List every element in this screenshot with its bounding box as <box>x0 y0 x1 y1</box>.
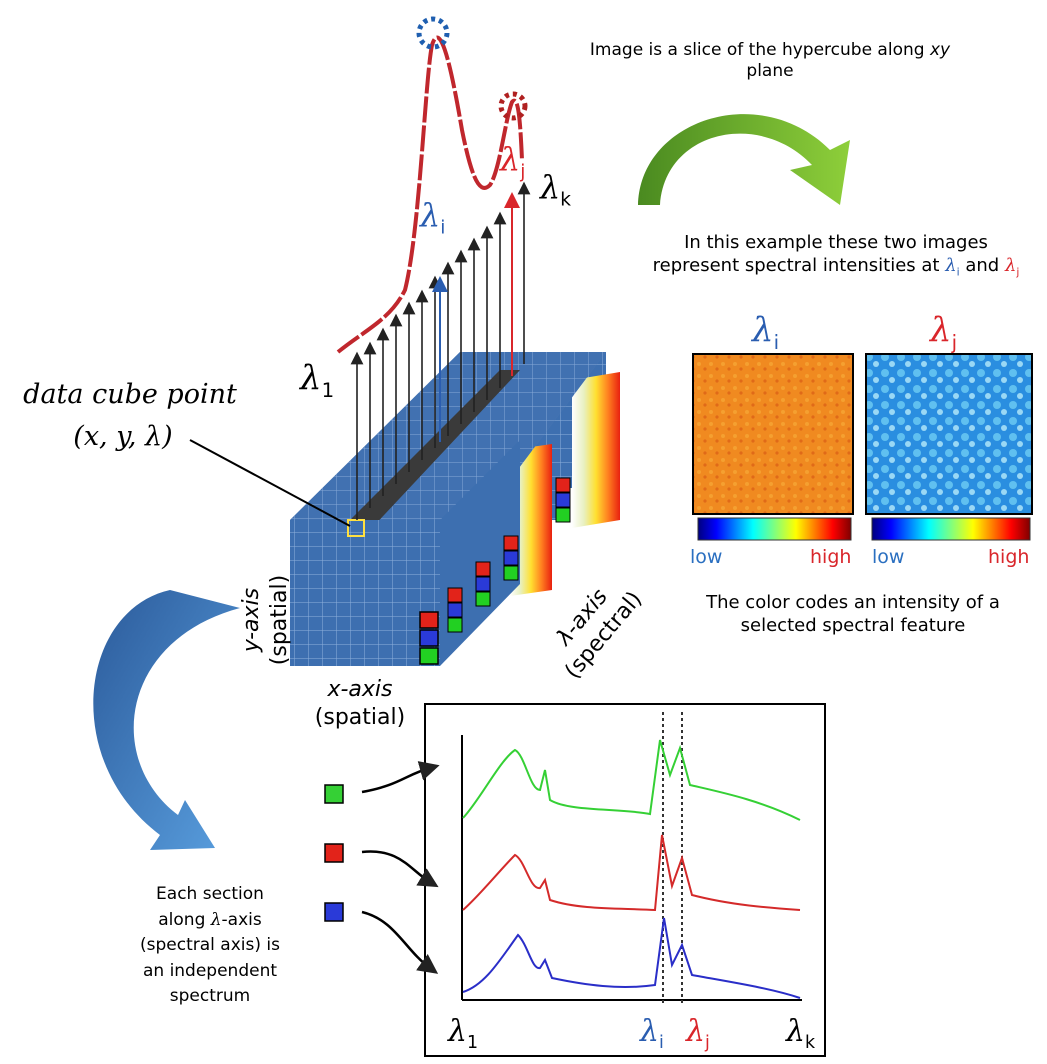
spectrum-green <box>462 739 801 821</box>
spectrum-red <box>462 834 801 912</box>
lambda-k-label: λk <box>540 168 572 211</box>
spectra-panel <box>424 703 826 1057</box>
colorbar-2-low: low <box>872 546 905 568</box>
colorbar-1-low: low <box>690 546 723 568</box>
red-square-marker <box>324 843 344 863</box>
image-lambda-j-title: λj <box>930 310 958 354</box>
spectrum-blue <box>462 917 801 999</box>
pointer-line <box>189 439 351 527</box>
curved-blue-arrow <box>93 590 240 850</box>
slice-caption: Image is a slice of the hypercube along … <box>589 40 951 82</box>
spectral-arrows <box>350 181 531 520</box>
colorbar-2-high: high <box>988 546 1030 568</box>
colorbar-1 <box>697 517 852 541</box>
curved-green-arrow <box>638 114 850 205</box>
section-caption: Each section along λ-axis (spectral axis… <box>140 884 280 1006</box>
image-lambda-i <box>692 353 854 515</box>
chart-lambda-k-label: λk <box>786 1014 816 1053</box>
y-axis-label: y-axis(spatial) <box>239 574 292 666</box>
green-square-marker <box>324 784 344 804</box>
chart-lambda-i-label: λi <box>640 1014 664 1053</box>
colorbar-2 <box>871 517 1031 541</box>
image-lambda-j <box>865 353 1033 515</box>
data-cube-coords-label: (x, y, λ) <box>73 421 173 452</box>
cube-front-face <box>290 520 440 666</box>
spectral-slice <box>572 372 620 528</box>
lambda-1-label: λ1 <box>300 358 335 402</box>
arrow-blue-to-spectrum <box>361 910 439 974</box>
rgb-column-markers <box>419 477 571 665</box>
data-cube-point-label: data cube point <box>23 379 237 410</box>
peak-marker-j <box>498 91 528 121</box>
colorbar-1-high: high <box>810 546 852 568</box>
color-caption: The color codes an intensity of a select… <box>706 592 1000 636</box>
chart-lambda-j-label: λj <box>686 1014 710 1053</box>
arrow-red-to-spectrum <box>361 850 439 888</box>
lambda-column <box>350 370 520 530</box>
spectrum-curve <box>336 35 524 354</box>
data-cube-point-marker <box>347 519 365 537</box>
chart-lambda-1-label: λ1 <box>448 1014 479 1053</box>
image-lambda-i-title: λi <box>752 310 780 354</box>
blue-square-marker <box>324 902 344 922</box>
arrow-green-to-spectrum <box>361 761 440 794</box>
spectral-slice <box>510 444 552 596</box>
hypercube <box>290 352 620 666</box>
lambda-i-label: λi <box>420 196 446 239</box>
lambda-j-label: λj <box>500 140 526 183</box>
x-axis-label: x-axis(spatial) <box>314 677 406 730</box>
peak-marker-i <box>416 16 450 50</box>
example-caption: In this example these two images represe… <box>652 232 1020 279</box>
